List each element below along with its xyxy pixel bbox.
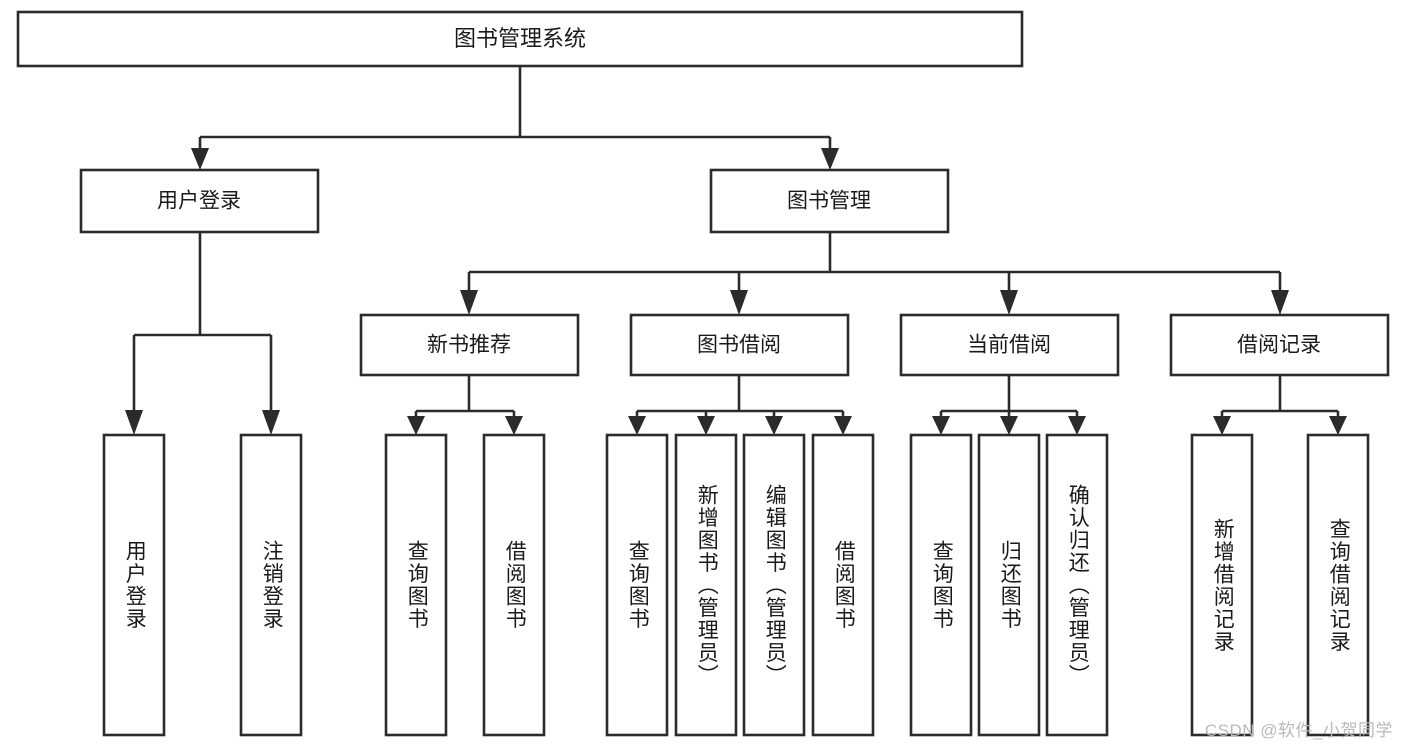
node-label: 用户登录	[157, 190, 241, 213]
node-box	[359, 313, 580, 377]
arrow-head-icon	[1068, 416, 1086, 435]
leaf-label-add-record: 新增借阅记录	[1211, 517, 1235, 653]
leaf-label-query-book-2: 查询图书	[626, 540, 650, 630]
connector-book-borrow-to-leaves	[628, 375, 852, 435]
node-box-leaf-add-record[interactable]	[1190, 433, 1254, 737]
connector-book-mgmt-to-level3	[460, 232, 1289, 315]
node-box-leaf-query-record[interactable]	[1306, 433, 1370, 737]
arrow-head-icon	[821, 148, 839, 170]
connector-current-borrow-to-leaves	[932, 375, 1086, 435]
arrow-head-icon	[730, 290, 748, 315]
node-box	[79, 168, 320, 234]
node-box-leaf-query-book-1[interactable]	[384, 433, 448, 737]
leaf-label-confirm-return: 确认归还（管理员）	[1066, 483, 1090, 687]
arrow-head-icon	[1000, 290, 1018, 315]
watermark-text: CSDN @软件_小贺同学	[1204, 721, 1393, 740]
node-new-book-recommend[interactable]: 新书推荐	[359, 313, 580, 377]
arrow-head-icon	[460, 290, 478, 315]
arrow-head-icon	[1271, 290, 1289, 315]
node-box	[709, 168, 950, 234]
leaf-label-return-book: 归还图书	[998, 540, 1022, 630]
node-box-leaf-user-login[interactable]	[102, 433, 166, 737]
arrow-head-icon	[932, 416, 950, 435]
leaf-label-user-login: 用户登录	[123, 540, 147, 630]
node-box-leaf-borrow-book-1[interactable]	[482, 433, 546, 737]
node-box-leaf-add-book[interactable]	[674, 433, 738, 737]
connector-borrow-records-to-leaves	[1213, 375, 1347, 435]
node-box-leaf-query-book-2[interactable]	[605, 433, 669, 737]
node-label: 图书管理系统	[454, 26, 586, 51]
node-borrow-records[interactable]: 借阅记录	[1169, 313, 1390, 377]
arrow-head-icon	[834, 416, 852, 435]
node-book-management[interactable]: 图书管理	[709, 168, 950, 234]
arrow-head-icon	[697, 416, 715, 435]
node-box-leaf-return-book[interactable]	[977, 433, 1041, 737]
node-label: 借阅记录	[1237, 334, 1321, 357]
node-label: 当前借阅	[967, 334, 1051, 357]
node-root[interactable]: 图书管理系统	[16, 10, 1024, 68]
node-current-borrow[interactable]: 当前借阅	[899, 313, 1120, 377]
leaf-label-borrow-book-2: 借阅图书	[832, 540, 856, 630]
node-box	[16, 10, 1024, 68]
node-box	[629, 313, 850, 377]
connector-root-to-level2	[191, 66, 839, 170]
leaf-label-logout: 注销登录	[260, 540, 284, 630]
node-label: 图书借阅	[697, 334, 781, 357]
leaf-label-query-book-1: 查询图书	[405, 540, 429, 630]
leaf-label-add-book: 新增图书（管理员）	[695, 483, 719, 687]
node-box-leaf-borrow-book-2[interactable]	[811, 433, 875, 737]
node-label: 图书管理	[787, 190, 871, 213]
arrow-head-icon	[765, 416, 783, 435]
leaf-label-edit-book: 编辑图书（管理员）	[763, 483, 787, 687]
leaf-label-borrow-book-1: 借阅图书	[503, 540, 527, 630]
arrow-head-icon	[505, 416, 523, 435]
node-box	[899, 313, 1120, 377]
node-label: 新书推荐	[427, 334, 511, 357]
arrow-head-icon	[407, 416, 425, 435]
leaf-label-query-record: 查询借阅记录	[1327, 517, 1351, 653]
node-box-leaf-logout[interactable]	[239, 433, 303, 737]
arrow-head-icon	[1000, 416, 1018, 435]
connector-new-book-to-leaves	[407, 375, 523, 435]
node-box-leaf-confirm-return[interactable]	[1045, 433, 1109, 737]
node-box-leaf-query-book-3[interactable]	[909, 433, 973, 737]
arrow-head-icon	[1329, 416, 1347, 435]
node-user-login[interactable]: 用户登录	[79, 168, 320, 234]
arrow-head-icon	[125, 410, 143, 435]
leaf-label-query-book-3: 查询图书	[930, 540, 954, 630]
node-book-borrow[interactable]: 图书借阅	[629, 313, 850, 377]
node-box-leaf-edit-book[interactable]	[742, 433, 806, 737]
node-box	[1169, 313, 1390, 377]
connector-user-login-to-leaves	[125, 232, 280, 435]
arrow-head-icon	[262, 410, 280, 435]
arrow-head-icon	[1213, 416, 1231, 435]
arrow-head-icon	[191, 148, 209, 170]
arrow-head-icon	[628, 416, 646, 435]
